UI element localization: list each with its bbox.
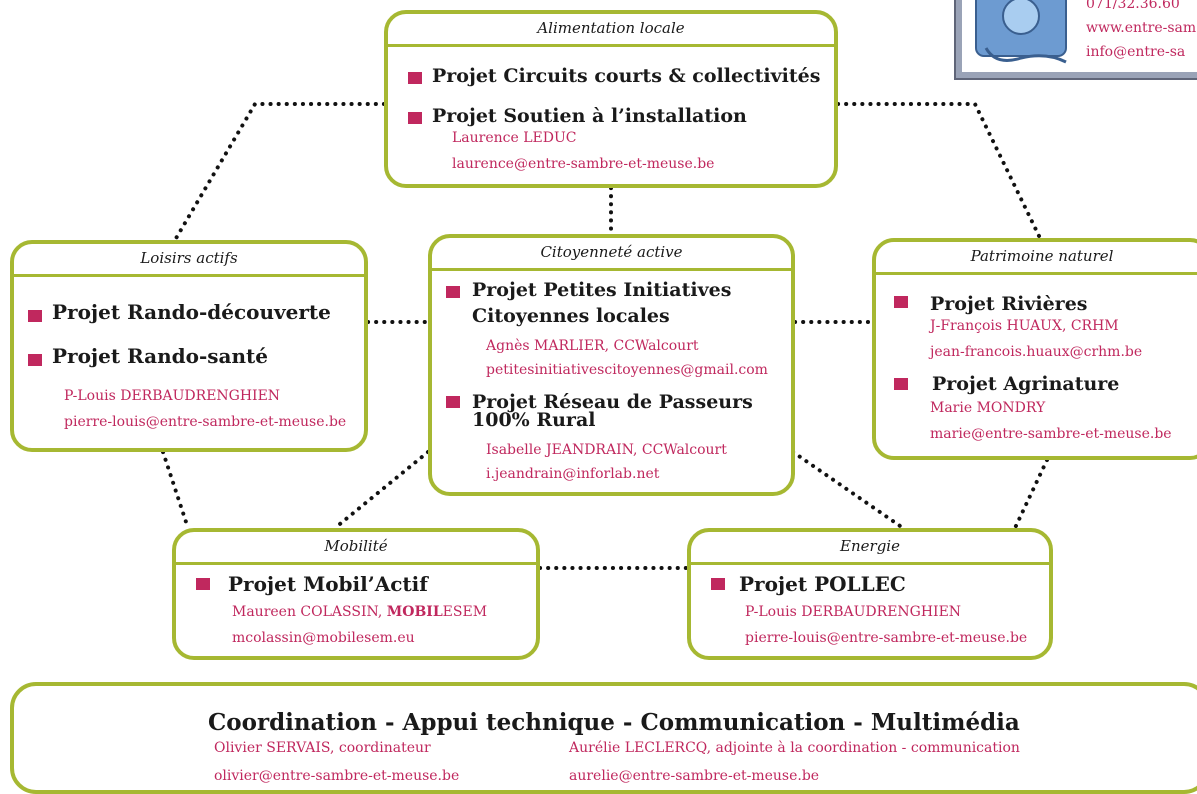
bullet-icon: [446, 396, 460, 408]
contact-person: Laurence LEDUC: [452, 130, 577, 146]
connector-alim-loisirs: [173, 102, 386, 242]
contact-email[interactable]: marie@entre-sambre-et-meuse.be: [930, 426, 1172, 442]
box-mobilite: Mobilité Projet Mobil’Actif Maureen COLA…: [172, 528, 540, 660]
contact-person: Maureen COLASSIN, MOBILESEM: [232, 604, 487, 620]
box-title: Citoyenneté active: [432, 238, 791, 271]
box-title: Alimentation locale: [388, 14, 834, 47]
connector-patrimoine-energie: [1013, 458, 1049, 530]
contact-email[interactable]: info@entre-sa: [1086, 44, 1186, 60]
contact-email[interactable]: pierre-louis@entre-sambre-et-meuse.be: [64, 414, 347, 430]
project-title: Projet Soutien à l’installation: [432, 105, 747, 127]
contact-email[interactable]: laurence@entre-sambre-et-meuse.be: [452, 156, 715, 172]
contact-card: 071/32.36.60 www.entre-sam info@entre-sa: [954, 0, 1197, 80]
project-title: Projet Petites Initiatives: [472, 279, 732, 301]
box-loisirs-actifs: Loisirs actifs Projet Rando-découverte P…: [10, 240, 368, 452]
bullet-icon: [894, 296, 908, 308]
project-title-line2: Citoyennes locales: [472, 305, 670, 327]
bullet-icon: [408, 72, 422, 84]
contact-email[interactable]: jean-francois.huaux@crhm.be: [930, 344, 1143, 360]
bullet-icon: [196, 578, 210, 590]
email-phone-icon: [975, 0, 1067, 64]
contact-person: P-Louis DERBAUDRENGHIEN: [64, 388, 281, 404]
contact-org-rest: ESEM: [442, 604, 488, 620]
project-title: Projet Réseau de Passeurs: [472, 391, 753, 413]
box-title: Mobilité: [176, 532, 536, 565]
contact-email[interactable]: pierre-louis@entre-sambre-et-meuse.be: [745, 630, 1028, 646]
contact-email[interactable]: petitesinitiativescitoyennes@gmail.com: [486, 362, 768, 378]
project-title: Projet Rando-découverte: [52, 300, 331, 324]
box-title: Energie: [691, 532, 1049, 565]
contact-person: Marie MONDRY: [930, 400, 1046, 416]
box-coordination: Coordination - Appui technique - Communi…: [10, 682, 1197, 794]
box-citoyennete-active: Citoyenneté active Projet Petites Initia…: [428, 234, 795, 496]
contact-person: J-François HUAUX, CRHM: [930, 318, 1119, 334]
project-title: Projet POLLEC: [739, 572, 906, 596]
bullet-icon: [894, 378, 908, 390]
bullet-icon: [408, 112, 422, 124]
contact-person: Isabelle JEANDRAIN, CCWalcourt: [486, 442, 727, 458]
connector-loisirs-mobilite: [161, 450, 190, 530]
contact-email[interactable]: aurelie@entre-sambre-et-meuse.be: [569, 768, 820, 784]
contact-person: Aurélie LECLERCQ, adjointe à la coordina…: [569, 740, 1020, 756]
connector-citoyennete-energie: [791, 450, 905, 530]
project-title: Projet Mobil’Actif: [228, 572, 428, 596]
project-title: Projet Rando-santé: [52, 344, 269, 368]
contact-website[interactable]: www.entre-sam: [1086, 20, 1197, 36]
contact-phone: 071/32.36.60: [1086, 0, 1180, 12]
connector-alim-patrimoine: [836, 102, 1042, 240]
contact-email[interactable]: i.jeandrain@inforlab.net: [486, 466, 660, 482]
bullet-icon: [446, 286, 460, 298]
box-title: Patrimoine naturel: [876, 242, 1197, 275]
bullet-icon: [28, 354, 42, 366]
project-title: Projet Rivières: [930, 293, 1088, 315]
coordination-title: Coordination - Appui technique - Communi…: [208, 709, 1020, 736]
contact-person: Olivier SERVAIS, coordinateur: [214, 740, 431, 756]
box-energie: Energie Projet POLLEC P-Louis DERBAUDREN…: [687, 528, 1053, 660]
connector-citoyennete-mobilite: [333, 450, 430, 530]
bullet-icon: [711, 578, 725, 590]
box-title: Loisirs actifs: [14, 244, 364, 277]
bullet-icon: [28, 310, 42, 322]
project-title-line2: 100% Rural: [472, 409, 596, 431]
project-title: Projet Agrinature: [932, 373, 1120, 395]
contact-person: Agnès MARLIER, CCWalcourt: [486, 338, 699, 354]
box-alimentation-locale: Alimentation locale Projet Circuits cour…: [384, 10, 838, 188]
contact-person-name: Maureen COLASSIN,: [232, 604, 387, 620]
project-title: Projet Circuits courts & collectivités: [432, 65, 821, 87]
contact-org-bold: MOBIL: [386, 604, 443, 620]
contact-email[interactable]: olivier@entre-sambre-et-meuse.be: [214, 768, 460, 784]
box-patrimoine-naturel: Patrimoine naturel Projet Rivières J-Fra…: [872, 238, 1197, 460]
contact-email[interactable]: mcolassin@mobilesem.eu: [232, 630, 415, 646]
contact-person: P-Louis DERBAUDRENGHIEN: [745, 604, 962, 620]
